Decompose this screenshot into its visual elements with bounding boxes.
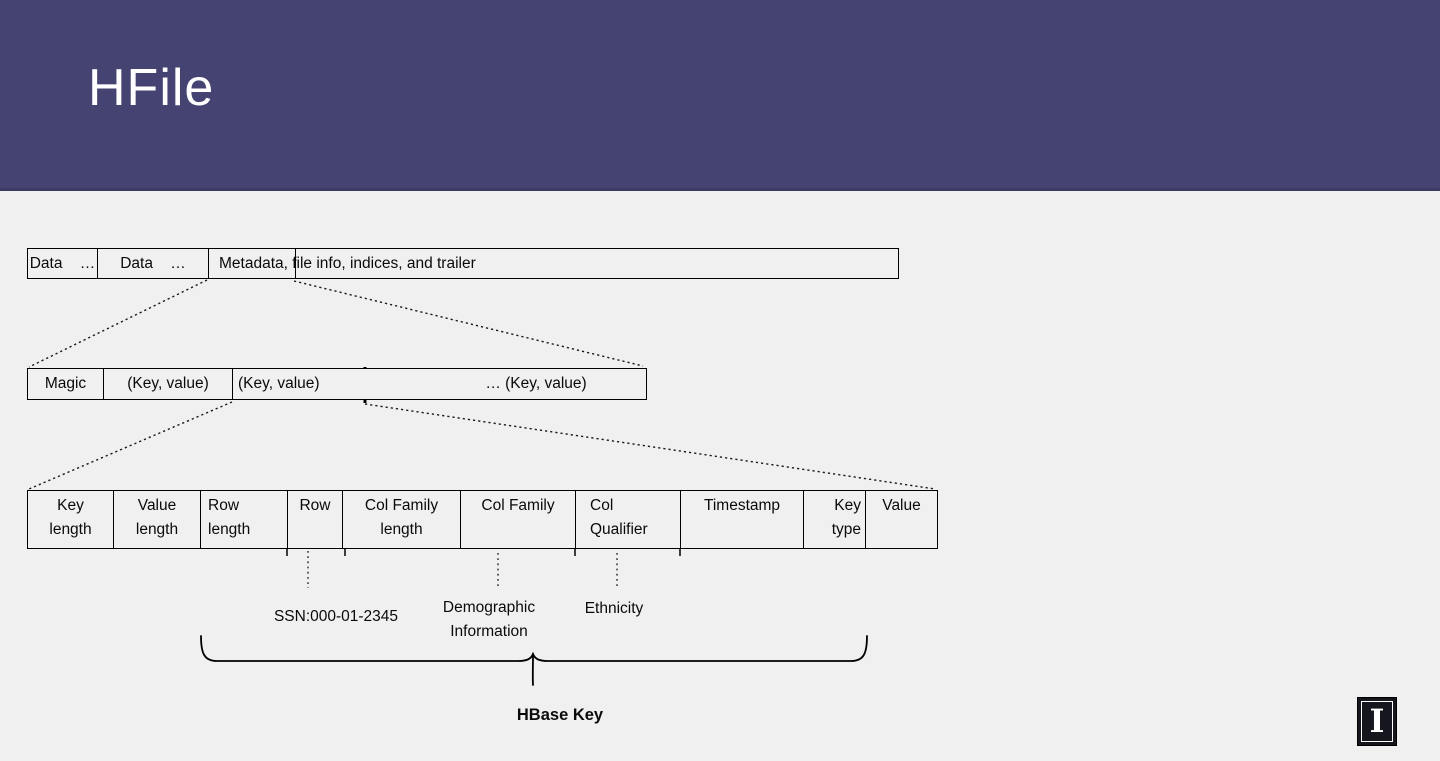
timestamp-cell: Timestamp: [681, 491, 804, 548]
metadata-cell: Metadata, file info, indices, and traile…: [219, 254, 476, 272]
cell-line: length: [208, 521, 251, 538]
magic-cell: Magic: [28, 369, 104, 399]
metadata-cell-divider: [294, 249, 297, 278]
slide-header-band: HFile: [0, 0, 1440, 191]
row-length-cell: Row length: [201, 491, 288, 548]
hfile-layout-row: Data … Data … Metadata, file info, indic…: [27, 248, 899, 279]
col-qualifier-cell: Col Qualifier: [576, 491, 681, 548]
col-family-cell: Col Family: [461, 491, 576, 548]
cell-line: Key: [834, 497, 861, 514]
key-value-cell-1: (Key, value): [104, 369, 233, 399]
block-i-icon: I: [1369, 701, 1385, 740]
cell-line: length: [135, 521, 179, 538]
cell-line: Qualifier: [590, 521, 648, 538]
key-value-cell-2: (Key, value): [238, 375, 320, 392]
cell-line: Col Family: [364, 497, 439, 514]
row-cell: Row: [288, 491, 343, 548]
cell-line: Col: [590, 497, 614, 514]
cell-line: Value: [882, 497, 921, 514]
cell-line: Key: [57, 497, 84, 514]
key-value-record-row: Key length Value length Row length Row C…: [27, 490, 938, 549]
value-cell: Value: [866, 491, 937, 548]
key-type-cell: Key type: [804, 491, 866, 548]
cell-line: Row: [208, 497, 240, 514]
hbase-key-label: HBase Key: [516, 706, 604, 724]
slide-title: HFile: [88, 59, 215, 117]
university-logo-frame: I: [1361, 701, 1393, 742]
key-value-cell-more: … (Key, value): [485, 375, 587, 392]
university-logo: I: [1357, 697, 1397, 746]
value-length-cell: Value length: [114, 491, 201, 548]
cell-line: Timestamp: [703, 497, 781, 514]
expand-line-file-right: [293, 280, 644, 367]
expand-line-file-left: [28, 279, 208, 368]
key-length-cell: Key length: [28, 491, 114, 548]
col-family-example-label: Demographic Information: [443, 596, 535, 644]
data-block-cell-2: Data …: [98, 249, 209, 278]
cell-line: Col Family: [481, 497, 555, 514]
data-block-layout-row: Magic (Key, value) (Key, value) … (Key, …: [27, 368, 647, 400]
cell-line: length: [380, 521, 423, 538]
cell-line: length: [49, 521, 92, 538]
expand-line-block-left: [28, 401, 233, 490]
cell-line: Row: [299, 497, 331, 514]
col-qualifier-example-label: Ethnicity: [584, 600, 644, 617]
col-family-length-cell: Col Family length: [343, 491, 461, 548]
annot-line: Demographic: [442, 599, 536, 616]
cell-line: Value: [137, 497, 177, 514]
annot-line: Information: [450, 623, 528, 640]
expand-line-block-right: [364, 403, 936, 490]
data-block-cell-1: Data …: [28, 249, 98, 278]
row-example-label: SSN:000-01-2345: [273, 608, 399, 625]
cell-line: type: [831, 521, 861, 538]
